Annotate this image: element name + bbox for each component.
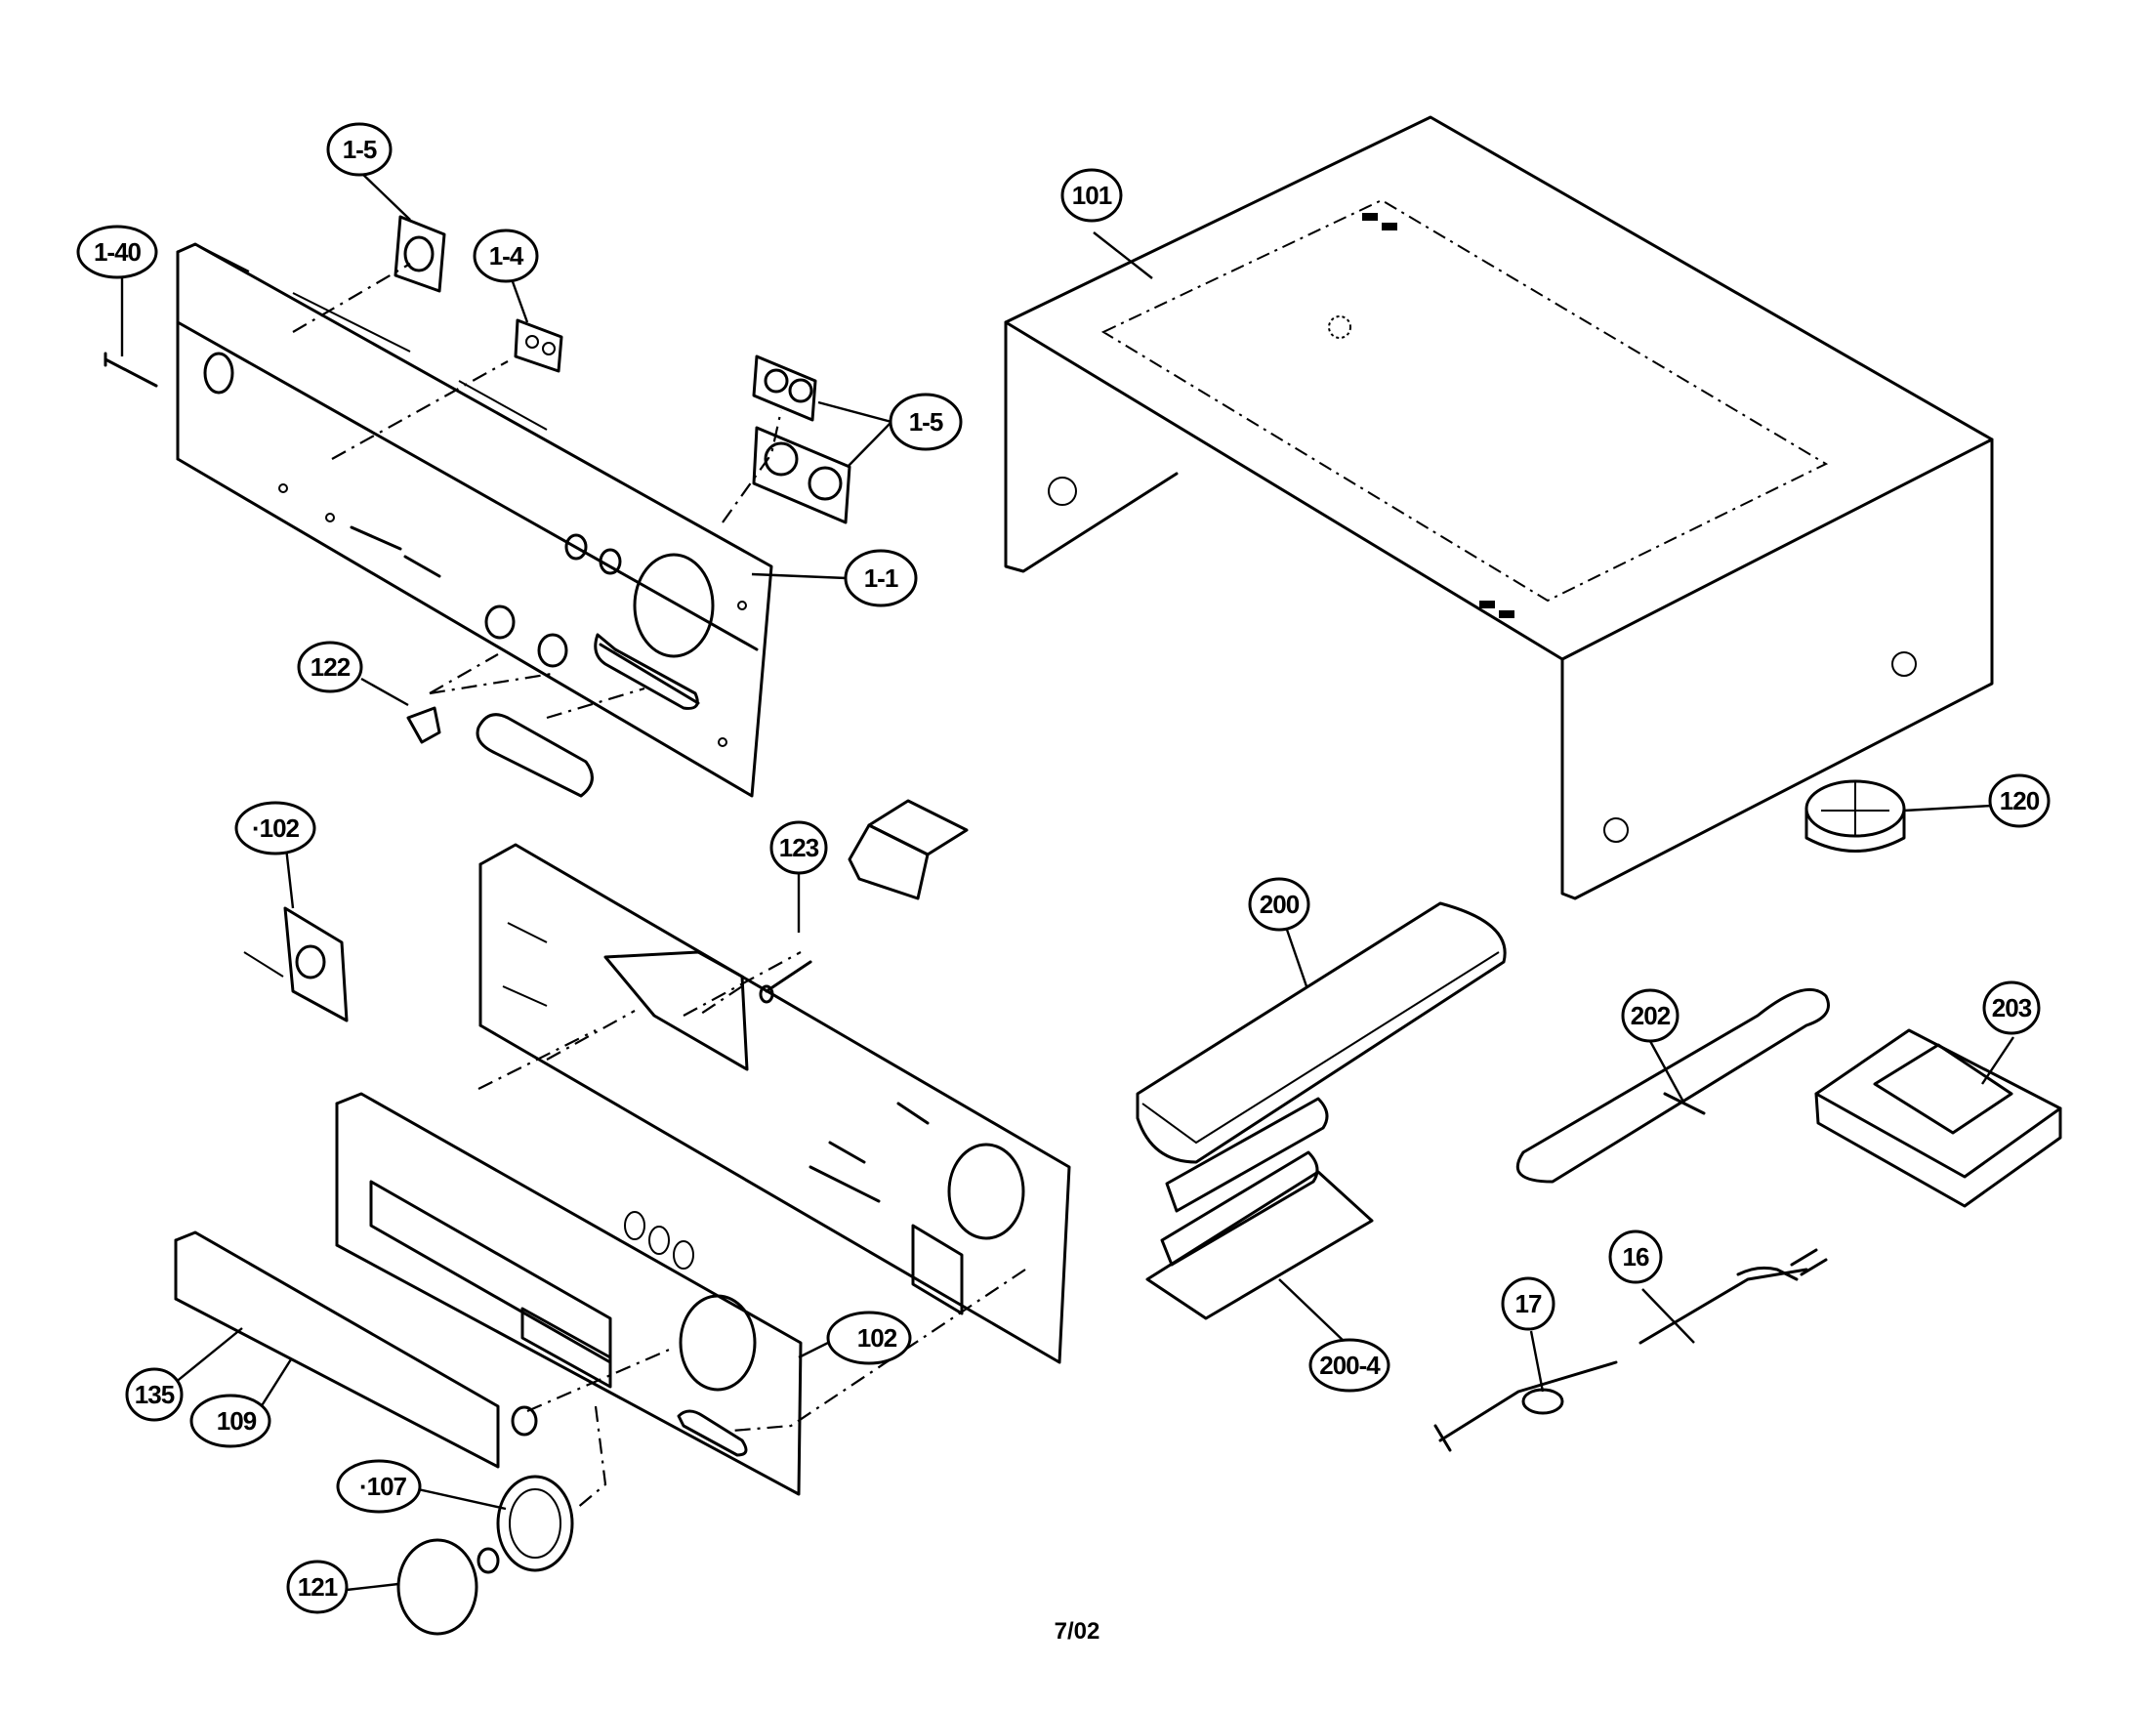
ring-107 bbox=[496, 1475, 574, 1572]
callout-label: 109 bbox=[217, 1406, 257, 1436]
callout-label: 1-5 bbox=[909, 407, 943, 437]
front-chassis-part bbox=[176, 242, 773, 798]
date-code-label: 7/02 bbox=[1055, 1618, 1100, 1645]
callout-label: 1-40 bbox=[94, 237, 142, 267]
callout-109: 109 bbox=[189, 1394, 271, 1448]
callout-1-5-right: 1-5 bbox=[889, 393, 963, 451]
top-cover-part bbox=[1004, 115, 1994, 900]
callout-label: 17 bbox=[1515, 1289, 1542, 1318]
button-1-4 bbox=[514, 318, 563, 373]
leader-lines bbox=[120, 170, 2014, 1592]
callout-label: 202 bbox=[1631, 1001, 1671, 1030]
callout-label: ·107 bbox=[359, 1472, 407, 1501]
button-1-5-top bbox=[394, 215, 446, 293]
callout-label: 16 bbox=[1623, 1242, 1649, 1271]
callout-101: 101 bbox=[1060, 168, 1123, 223]
screw-1-40 bbox=[104, 352, 158, 388]
callout-200: 200 bbox=[1248, 877, 1310, 932]
callout-203: 203 bbox=[1982, 980, 2041, 1035]
callout-label: 135 bbox=[135, 1380, 175, 1409]
callout-200-4: 200-4 bbox=[1308, 1338, 1390, 1393]
battery-cover-200-4 bbox=[1145, 1097, 1374, 1320]
callout-label: 122 bbox=[311, 652, 351, 682]
callout-102-right: 102 bbox=[826, 1311, 912, 1365]
power-cord-16 bbox=[1638, 1248, 1828, 1345]
callout-1-4: 1-4 bbox=[473, 229, 539, 283]
bracket-102-left bbox=[243, 906, 349, 1022]
nut-small bbox=[511, 1405, 538, 1437]
callout-1-5-top: 1-5 bbox=[326, 122, 393, 177]
power-switch-123 bbox=[759, 799, 969, 1004]
callout-16: 16 bbox=[1608, 1230, 1663, 1284]
callout-label: 1-5 bbox=[343, 135, 377, 164]
callout-202: 202 bbox=[1621, 988, 1679, 1043]
rear-panel-chassis-part bbox=[478, 843, 1071, 1364]
callout-label: 102 bbox=[857, 1323, 897, 1353]
callout-label: 121 bbox=[298, 1572, 338, 1602]
callout-122: 122 bbox=[297, 641, 363, 693]
ferrite-core-17 bbox=[1433, 1360, 1618, 1452]
callout-label: 1-1 bbox=[864, 563, 898, 593]
callout-107: ·107 bbox=[336, 1459, 422, 1514]
am-loop-antenna-203 bbox=[1814, 1028, 2062, 1208]
callout-120: 120 bbox=[1988, 773, 2051, 828]
callout-123: 123 bbox=[769, 820, 828, 875]
remote-control-part bbox=[1136, 901, 1507, 1164]
callout-label: 200 bbox=[1260, 890, 1300, 919]
knob-121 bbox=[396, 1538, 500, 1636]
window-bar-135 bbox=[174, 1230, 500, 1469]
callout-17: 17 bbox=[1501, 1276, 1555, 1331]
callout-label: 1-4 bbox=[489, 241, 524, 271]
callout-102-left: ·102 bbox=[234, 801, 316, 855]
callout-135: 135 bbox=[125, 1367, 184, 1422]
knob-122 bbox=[406, 706, 441, 744]
front-panel-102 bbox=[335, 1092, 803, 1496]
callout-label: 101 bbox=[1072, 181, 1112, 210]
button-1-5-right bbox=[752, 354, 851, 524]
callout-1-40: 1-40 bbox=[76, 225, 158, 279]
callout-label: 200-4 bbox=[1319, 1351, 1381, 1380]
assembly-lines bbox=[292, 263, 1026, 1510]
callout-121: 121 bbox=[286, 1560, 349, 1614]
callout-label: 203 bbox=[1992, 993, 2032, 1022]
callout-label: ·102 bbox=[252, 813, 300, 843]
callout-label: 120 bbox=[2000, 786, 2040, 815]
callout-1-1: 1-1 bbox=[844, 549, 918, 607]
ferrite-core-120 bbox=[1804, 779, 1906, 853]
callout-label: 123 bbox=[779, 833, 819, 862]
